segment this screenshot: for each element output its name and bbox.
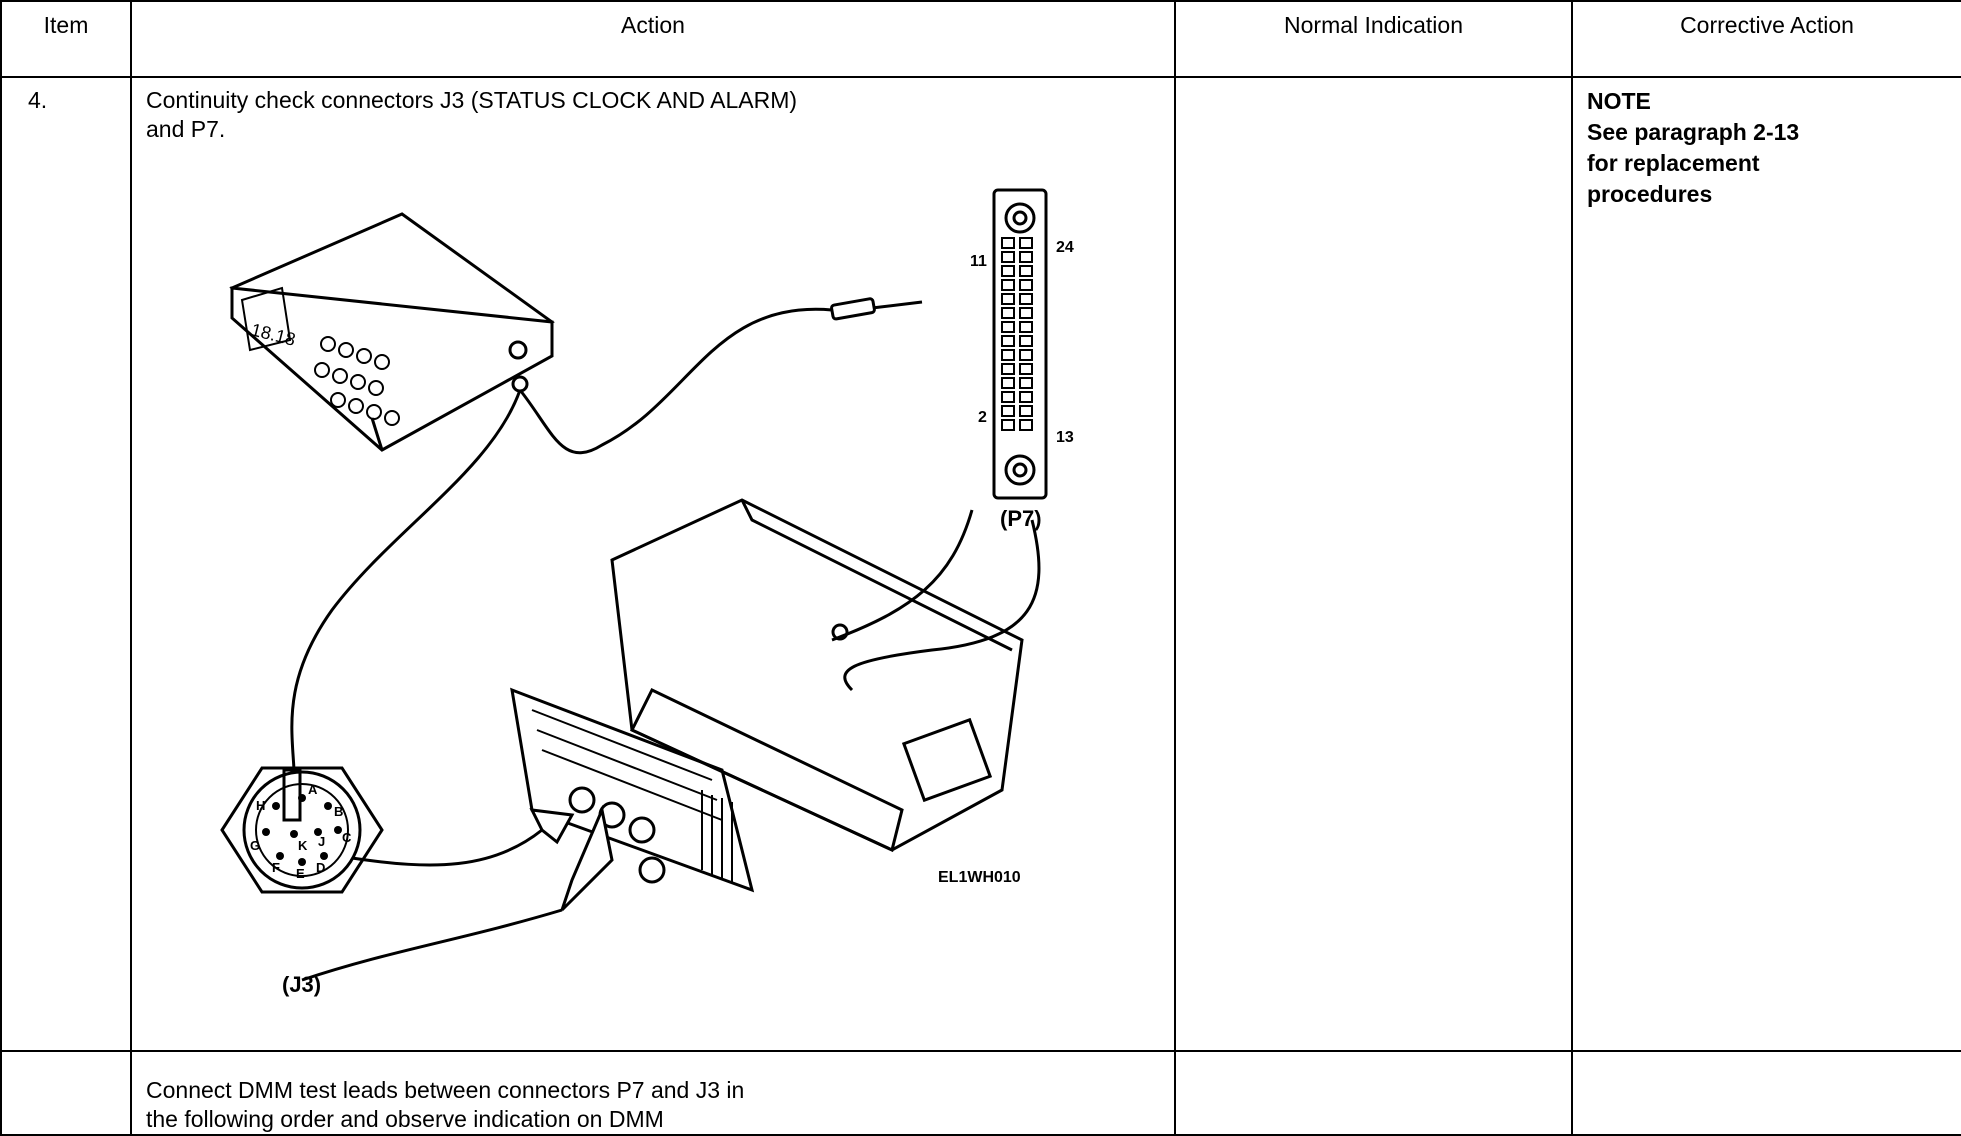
continuity-check-figure: 18.18 <box>220 188 1074 997</box>
p7-pin-24: 24 <box>1056 239 1074 256</box>
item-cell: 4. <box>0 76 132 170</box>
header-normal-indication: Normal Indication <box>1174 0 1573 78</box>
arrows <box>529 804 614 912</box>
j3-label: (J3) <box>282 972 321 997</box>
action-line-1: Continuity check connectors J3 (STATUS C… <box>146 87 798 113</box>
header-action: Action <box>130 0 1176 78</box>
note-line-2: for replacement <box>1587 150 1760 176</box>
dmm-meter <box>229 212 555 452</box>
action-cell: Continuity check connectors J3 (STATUS C… <box>130 76 1176 170</box>
j3-pin-g: G <box>250 838 260 853</box>
p7-pin-11: 11 <box>970 253 987 270</box>
figure-row: 18.18 <box>0 170 1961 1051</box>
header-item: Item <box>0 0 132 78</box>
j3-pin-c: C <box>342 830 352 845</box>
j3-pin-e: E <box>296 866 305 881</box>
note-title: NOTE <box>1587 88 1651 114</box>
corrective-action-cell-bottom <box>1571 1050 1961 1136</box>
j3-pin-j: J <box>318 834 325 849</box>
p7-pin-13: 13 <box>1056 429 1074 446</box>
header-corrective-action: Corrective Action <box>1571 0 1961 78</box>
j3-pin-k: K <box>298 838 308 853</box>
action-cell-bottom: Connect DMM test leads between connector… <box>130 1050 1176 1136</box>
corrective-action-cell: NOTE See paragraph 2-13 for replacement … <box>1571 76 1961 1051</box>
p7-connector <box>992 188 1048 500</box>
item-cell-bottom <box>0 1050 132 1136</box>
item-number: 4. <box>28 87 48 113</box>
item-cell-empty <box>0 170 132 1051</box>
equipment-unit <box>510 498 1024 893</box>
j3-pin-b: B <box>334 804 343 819</box>
action-line-2: and P7. <box>146 116 226 142</box>
j3-pin-f: F <box>272 860 280 875</box>
probe-tip-upper <box>830 297 876 321</box>
j3-pin-d: D <box>316 860 325 875</box>
figure-id: EL1WH010 <box>938 869 1021 886</box>
table-row-bottom: Connect DMM test leads between connector… <box>0 1050 1961 1136</box>
j3-pin-a: A <box>308 782 318 797</box>
note-line-1: See paragraph 2-13 <box>1587 119 1800 145</box>
probe-tip-lower <box>282 768 302 822</box>
normal-indication-cell <box>1174 76 1573 170</box>
test-leads <box>290 300 1041 982</box>
p7-pin-2: 2 <box>978 409 987 426</box>
normal-indication-cell-bottom <box>1174 1050 1573 1136</box>
j3-connector <box>220 766 384 894</box>
j3-pin-h: H <box>256 798 265 813</box>
table-row: 4. Continuity check connectors J3 (STATU… <box>0 76 1961 1051</box>
note-line-3: procedures <box>1587 181 1713 207</box>
figure-cell: 18.18 <box>130 170 1176 1051</box>
normal-indication-cell-empty <box>1174 170 1573 1051</box>
bottom-line-2: the following order and observe indicati… <box>146 1106 664 1132</box>
bottom-line-1: Connect DMM test leads between connector… <box>146 1077 745 1103</box>
table-header-row: Item Action Normal Indication Corrective… <box>0 0 1961 78</box>
p7-label: (P7) <box>1000 506 1042 531</box>
